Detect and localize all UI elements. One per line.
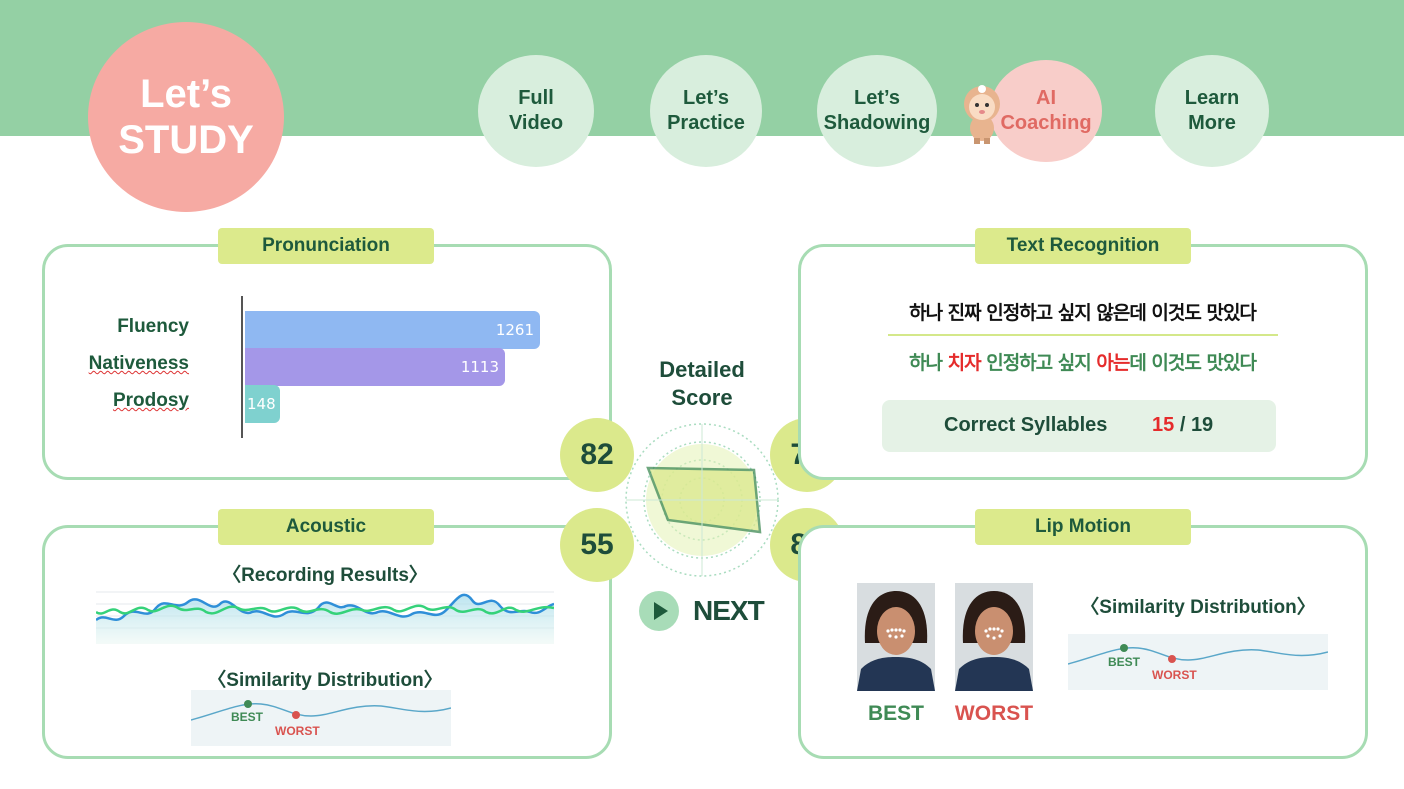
lip-best-label: BEST bbox=[1108, 655, 1141, 669]
acoustic-similarity-title: 〈Similarity Distribution〉 bbox=[207, 670, 443, 691]
play-icon bbox=[639, 591, 679, 631]
total-count: 19 bbox=[1190, 414, 1214, 436]
correct-syllables-box: Correct Syllables 15 / 19 bbox=[882, 400, 1276, 452]
lip-motion-title: Lip Motion bbox=[975, 509, 1191, 545]
nav-label: Full bbox=[518, 87, 554, 109]
bar-value-label: 1113 bbox=[460, 358, 499, 376]
mascot-icon bbox=[964, 85, 1000, 144]
acoustic-worst-label: WORST bbox=[275, 724, 320, 738]
lip-similarity-title: 〈Similarity Distribution〉 bbox=[1080, 597, 1316, 618]
recognized-segment: 인정하고 싶지 bbox=[980, 352, 1097, 374]
nav-label: Practice bbox=[667, 112, 745, 134]
nav-learn-more[interactable]: Learn More bbox=[1155, 55, 1269, 167]
nav-label: Learn bbox=[1184, 87, 1240, 109]
logo-line2: STUDY bbox=[118, 118, 254, 162]
nav-full-video[interactable]: Full Video bbox=[478, 55, 594, 167]
bar-prodosy: 148 bbox=[245, 385, 280, 423]
title-line: Detailed bbox=[659, 357, 745, 382]
nav-ai-coaching[interactable]: AI Coaching bbox=[990, 60, 1102, 162]
correct-count: 15 bbox=[1152, 414, 1175, 436]
bar-value-label: 1261 bbox=[495, 321, 534, 339]
recording-waveform bbox=[96, 591, 554, 644]
nav-lets-practice[interactable]: Let’s Practice bbox=[650, 55, 762, 167]
recognized-error: 아는 bbox=[1096, 352, 1130, 374]
correct-syllables-value: 15 / 19 bbox=[1152, 414, 1213, 437]
nav-label: Coaching bbox=[1000, 112, 1092, 134]
detailed-score-title: Detailed Score bbox=[632, 356, 772, 412]
reference-sentence: 하나 진짜 인정하고 싶지 않은데 이것도 맛있다 bbox=[909, 302, 1257, 324]
category-label-nativeness: Nativeness bbox=[88, 353, 189, 374]
logo-line1: Let’s bbox=[140, 72, 232, 116]
score-acoustic: 55 bbox=[560, 508, 634, 582]
best-face-image bbox=[857, 583, 935, 691]
acoustic-title: Acoustic bbox=[218, 509, 434, 545]
next-button[interactable]: NEXT bbox=[638, 590, 765, 632]
nav-label: Shadowing bbox=[823, 112, 931, 134]
recognized-segment: 데 이것도 맛있다 bbox=[1129, 352, 1257, 374]
lets-study-logo[interactable]: Let’s STUDY bbox=[88, 22, 284, 212]
nav-label: Video bbox=[508, 112, 564, 134]
bar-nativeness: 1113 bbox=[245, 348, 505, 386]
title-line: Score bbox=[671, 385, 733, 410]
lip-similarity-chart: BEST WORST bbox=[1067, 634, 1329, 690]
score-pronunciation: 82 bbox=[560, 418, 634, 492]
bar-fluency: 1261 bbox=[245, 311, 540, 349]
category-label-fluency: Fluency bbox=[117, 316, 189, 337]
face-worst-label: WORST bbox=[954, 702, 1034, 725]
bar-value-label: 148 bbox=[247, 395, 276, 413]
correct-syllables-label: Correct Syllables bbox=[944, 414, 1108, 436]
separator: / bbox=[1179, 414, 1186, 436]
acoustic-similarity-chart: BEST WORST bbox=[190, 690, 452, 746]
next-label: NEXT bbox=[693, 595, 765, 626]
worst-face-image bbox=[955, 583, 1033, 691]
nav-label: AI bbox=[1036, 87, 1056, 109]
recognized-sentence: 하나 치자 인정하고 싶지 아는데 이것도 맛있다 bbox=[800, 348, 1365, 375]
nav-label: Let’s bbox=[683, 87, 729, 109]
category-label-prodosy: Prodosy bbox=[112, 390, 189, 411]
text-recognition-title: Text Recognition bbox=[975, 228, 1191, 264]
recording-results-title: 〈Recording Results〉 bbox=[222, 565, 428, 586]
bar-axis bbox=[241, 296, 243, 438]
nav-label: Let’s bbox=[854, 87, 900, 109]
face-best-label: BEST bbox=[867, 702, 924, 725]
nav-lets-shadowing[interactable]: Let’s Shadowing bbox=[817, 55, 937, 167]
nav-label: More bbox=[1188, 112, 1236, 134]
sentence-divider bbox=[888, 334, 1278, 336]
lip-worst-label: WORST bbox=[1152, 668, 1197, 682]
score-radar-chart bbox=[625, 423, 779, 577]
pronunciation-title: Pronunciation bbox=[218, 228, 434, 264]
recognized-error: 치자 bbox=[947, 352, 982, 374]
recognized-segment: 하나 bbox=[909, 352, 948, 374]
acoustic-best-label: BEST bbox=[231, 710, 264, 724]
